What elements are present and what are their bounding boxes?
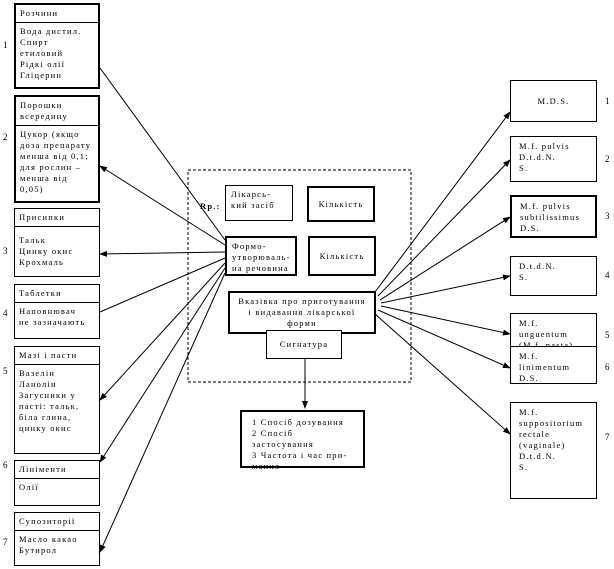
pulvis-subtil-text: M.f. pulvis subtilissimus D.S. — [520, 201, 581, 233]
left-num-3: 3 — [3, 246, 8, 256]
dtdn-text: D.t.d.N. S. — [519, 261, 556, 282]
suppositorium-box: M.f. suppositorium rectale (vaginale) D.… — [510, 402, 597, 499]
ointments-header: Мазі і пасти — [15, 347, 99, 365]
right-num-1: 1 — [605, 96, 610, 106]
suppositorium-text: M.f. suppositorium rectale (vaginale) D.… — [519, 407, 584, 472]
arrow-to-dtdn — [380, 274, 511, 304]
quantity-box-1: Кількість — [307, 186, 375, 222]
left-num-4: 4 — [3, 308, 8, 318]
solutions-header: Розчини — [16, 5, 98, 23]
left-num-7: 7 — [3, 537, 8, 547]
right-num-6: 6 — [605, 362, 610, 372]
rp-label: Rp.: — [200, 201, 221, 211]
instruction-box: Вказівка про приготування і видавання лі… — [228, 291, 376, 334]
powders-box: Порошки всередину Цукор (якщо доза препа… — [14, 95, 100, 203]
tablets-body: Наповнювач не зазначають — [19, 306, 86, 327]
form-agent-box: Формо- утворюваль- на речовина — [225, 236, 297, 276]
right-num-4: 4 — [605, 270, 610, 280]
arrow-to-unguentum — [380, 305, 511, 336]
solutions-box: Розчини Вода дистил. Спирт етиловий Рідк… — [14, 3, 100, 89]
ointments-body: Вазелін Ланолін Загусники у пастi: тальк… — [19, 368, 80, 433]
tablets-box: Таблетки Наповнювач не зазначають — [14, 284, 100, 339]
liniments-box: Лініменти Олії — [14, 460, 100, 506]
right-num-7: 7 — [605, 432, 610, 442]
signatura-list-box: 1 Спосіб дозування 2 Спосіб застосування… — [240, 410, 365, 471]
suppositories-header: Супозиторії — [15, 513, 99, 531]
arrow-to-liniments — [99, 267, 226, 463]
quantity-box-2: Кількість — [308, 236, 376, 276]
liniments-header: Лініменти — [15, 461, 99, 479]
arrow-to-linimentum — [377, 309, 511, 369]
left-num-2: 2 — [3, 132, 8, 142]
arrow-to-ointments — [99, 262, 226, 401]
mds-text: M.D.S. — [537, 95, 570, 106]
arrow-to-suppositories — [99, 272, 226, 553]
linimentum-box: M.f. linimentum D.S. — [510, 346, 597, 384]
powders-body: Цукор (якщо доза препарату менша від 0,1… — [20, 129, 92, 194]
dusting-powders-box: Присипки Тальк Цинку окис Крохмаль — [14, 208, 100, 277]
arrow-to-pulvis-subtil — [379, 216, 511, 301]
right-num-3: 3 — [605, 211, 610, 221]
solutions-body: Вода дистил. Спирт етиловий Рідкі олії Г… — [20, 26, 82, 80]
suppositories-body: Масло какао Бутирол — [19, 534, 78, 555]
drug-box: Лікарсь- кий засіб — [225, 185, 293, 221]
arrow-to-pulvis — [377, 159, 511, 297]
arrow-to-dusting — [99, 250, 226, 257]
linimentum-text: M.f. linimentum D.S. — [519, 351, 571, 383]
right-num-2: 2 — [605, 154, 610, 164]
left-num-1: 1 — [3, 40, 8, 50]
ointments-box: Мазі і пасти Вазелін Ланолін Загусники у… — [14, 346, 100, 454]
tablets-header: Таблетки — [15, 285, 99, 303]
mds-box: M.D.S. — [510, 80, 597, 122]
signatura-box: Сигнатура — [266, 330, 342, 359]
right-num-5: 5 — [605, 330, 610, 340]
arrow-to-mds — [374, 111, 511, 293]
dusting-powders-header: Присипки — [15, 209, 99, 227]
dtdn-box: D.t.d.N. S. — [510, 256, 597, 296]
arrow-to-suppositorium — [374, 313, 511, 435]
left-num-6: 6 — [3, 460, 8, 470]
liniments-body: Олії — [19, 482, 39, 492]
dusting-powders-body: Тальк Цинку окис Крохмаль — [19, 235, 74, 267]
suppositories-box: Супозиторії Масло какао Бутирол — [14, 512, 100, 566]
pulvis-subtil-box: M.f. pulvis subtilissimus D.S. — [510, 195, 597, 238]
left-num-5: 5 — [3, 366, 8, 376]
powders-header: Порошки всередину — [16, 97, 98, 126]
arrow-to-tablets — [99, 257, 226, 313]
arrow-to-solutions — [99, 67, 226, 241]
pulvis-box: M.f. pulvis D.t.d.N. S. — [510, 136, 597, 182]
pulvis-text: M.f. pulvis D.t.d.N. S. — [519, 141, 570, 173]
